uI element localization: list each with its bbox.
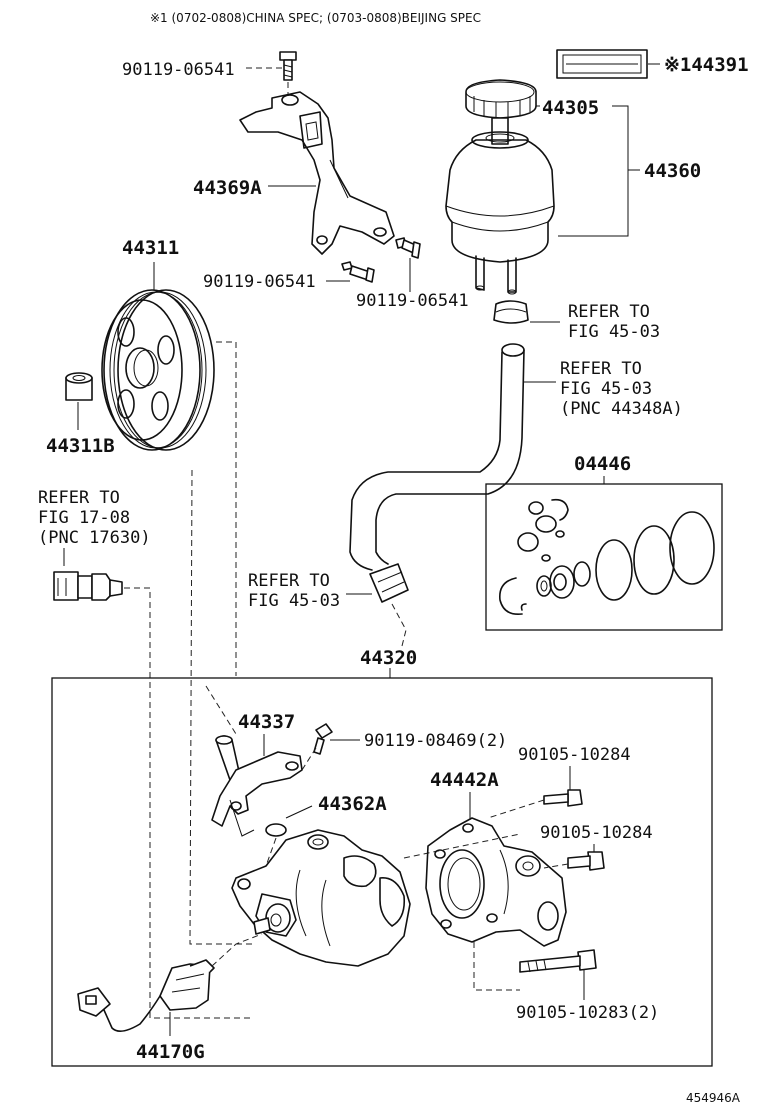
- pressure-sensor-icon[interactable]: [53, 571, 123, 601]
- label-switch[interactable]: 44170G: [136, 1041, 205, 1063]
- spacer-44311b[interactable]: [65, 372, 93, 401]
- seal-kit-04446[interactable]: [499, 498, 715, 616]
- bolt-mid-a-icon[interactable]: [341, 261, 375, 283]
- label-oring[interactable]: 44362A: [318, 793, 387, 815]
- refer-clamp-line2[interactable]: FIG 45-03: [568, 322, 660, 342]
- refer-clamp-line1[interactable]: REFER TO: [568, 302, 650, 322]
- reservoir-44360[interactable]: [445, 131, 555, 295]
- refer-hose-bottom-line1[interactable]: REFER TO: [248, 571, 330, 591]
- bolt-b-icon[interactable]: [567, 851, 605, 871]
- pump-assy-44320-box: [51, 677, 713, 1067]
- label-bolt-top[interactable]: 90119-06541: [122, 60, 235, 80]
- label-bolt-long[interactable]: 90105-10283(2): [516, 1003, 659, 1023]
- hose-clamp-top[interactable]: [493, 300, 529, 324]
- bracket-44369a[interactable]: [239, 91, 395, 255]
- oring-44362a[interactable]: [265, 823, 287, 837]
- label-44391[interactable]: ※144391: [664, 54, 749, 76]
- refer-hose-top[interactable]: REFER TO FIG 45-03 (PNC 44348A): [560, 359, 683, 419]
- refer-hose-bottom-line2[interactable]: FIG 45-03: [248, 591, 340, 611]
- label-union[interactable]: 44337: [238, 711, 295, 733]
- label-housing[interactable]: 44442A: [430, 769, 499, 791]
- refer-hose-bottom[interactable]: REFER TO FIG 45-03: [248, 571, 340, 611]
- label-bolt-mid-a[interactable]: 90119-06541: [203, 272, 316, 292]
- union-44337[interactable]: [211, 735, 303, 837]
- pressure-switch-44170g[interactable]: [77, 959, 215, 1032]
- label-pulley[interactable]: 44311: [122, 237, 179, 259]
- label-reservoir[interactable]: 44360: [644, 160, 701, 182]
- bolt-long-icon[interactable]: [519, 949, 597, 973]
- label-bolt-mid-b[interactable]: 90119-06541: [356, 291, 469, 311]
- image-code: 454946A: [686, 1091, 741, 1105]
- pulley-44311[interactable]: [101, 289, 215, 451]
- bolt-mid-b-icon[interactable]: [395, 237, 421, 259]
- label-bolt-b[interactable]: 90105-10284: [540, 823, 653, 843]
- refer-sensor-line1[interactable]: REFER TO: [38, 488, 120, 508]
- housing-44442a[interactable]: [425, 817, 567, 947]
- header-note: ※1 (0702-0808)CHINA SPEC; (0703-0808)BEI…: [150, 11, 481, 25]
- bolt-union-icon[interactable]: [313, 723, 333, 755]
- refer-hose-top-line2[interactable]: FIG 45-03: [560, 379, 652, 399]
- pump-body[interactable]: [231, 829, 411, 967]
- refer-sensor-line2[interactable]: FIG 17-08: [38, 508, 130, 528]
- kit-04446-box: [485, 483, 723, 631]
- refer-hose-top-line1[interactable]: REFER TO: [560, 359, 642, 379]
- label-kit[interactable]: 04446: [574, 453, 631, 475]
- label-spacer[interactable]: 44311B: [46, 435, 115, 457]
- bolt-a-icon[interactable]: [543, 789, 583, 807]
- refer-sensor[interactable]: REFER TO FIG 17-08 (PNC 17630): [38, 488, 151, 548]
- label-bracket[interactable]: 44369A: [193, 177, 262, 199]
- return-hose[interactable]: [349, 343, 525, 571]
- refer-sensor-line3[interactable]: (PNC 17630): [38, 528, 151, 548]
- label-cap[interactable]: 44305: [542, 97, 599, 119]
- label-bolt-union[interactable]: 90119-08469(2): [364, 731, 507, 751]
- label-plate-44391[interactable]: [556, 49, 648, 79]
- refer-clamp[interactable]: REFER TO FIG 45-03: [568, 302, 660, 342]
- refer-hose-top-line3[interactable]: (PNC 44348A): [560, 399, 683, 419]
- label-bolt-a[interactable]: 90105-10284: [518, 745, 631, 765]
- label-pump-assy[interactable]: 44320: [360, 647, 417, 669]
- bolt-top-icon[interactable]: [279, 51, 297, 81]
- hose-clamp-bottom[interactable]: [369, 563, 409, 603]
